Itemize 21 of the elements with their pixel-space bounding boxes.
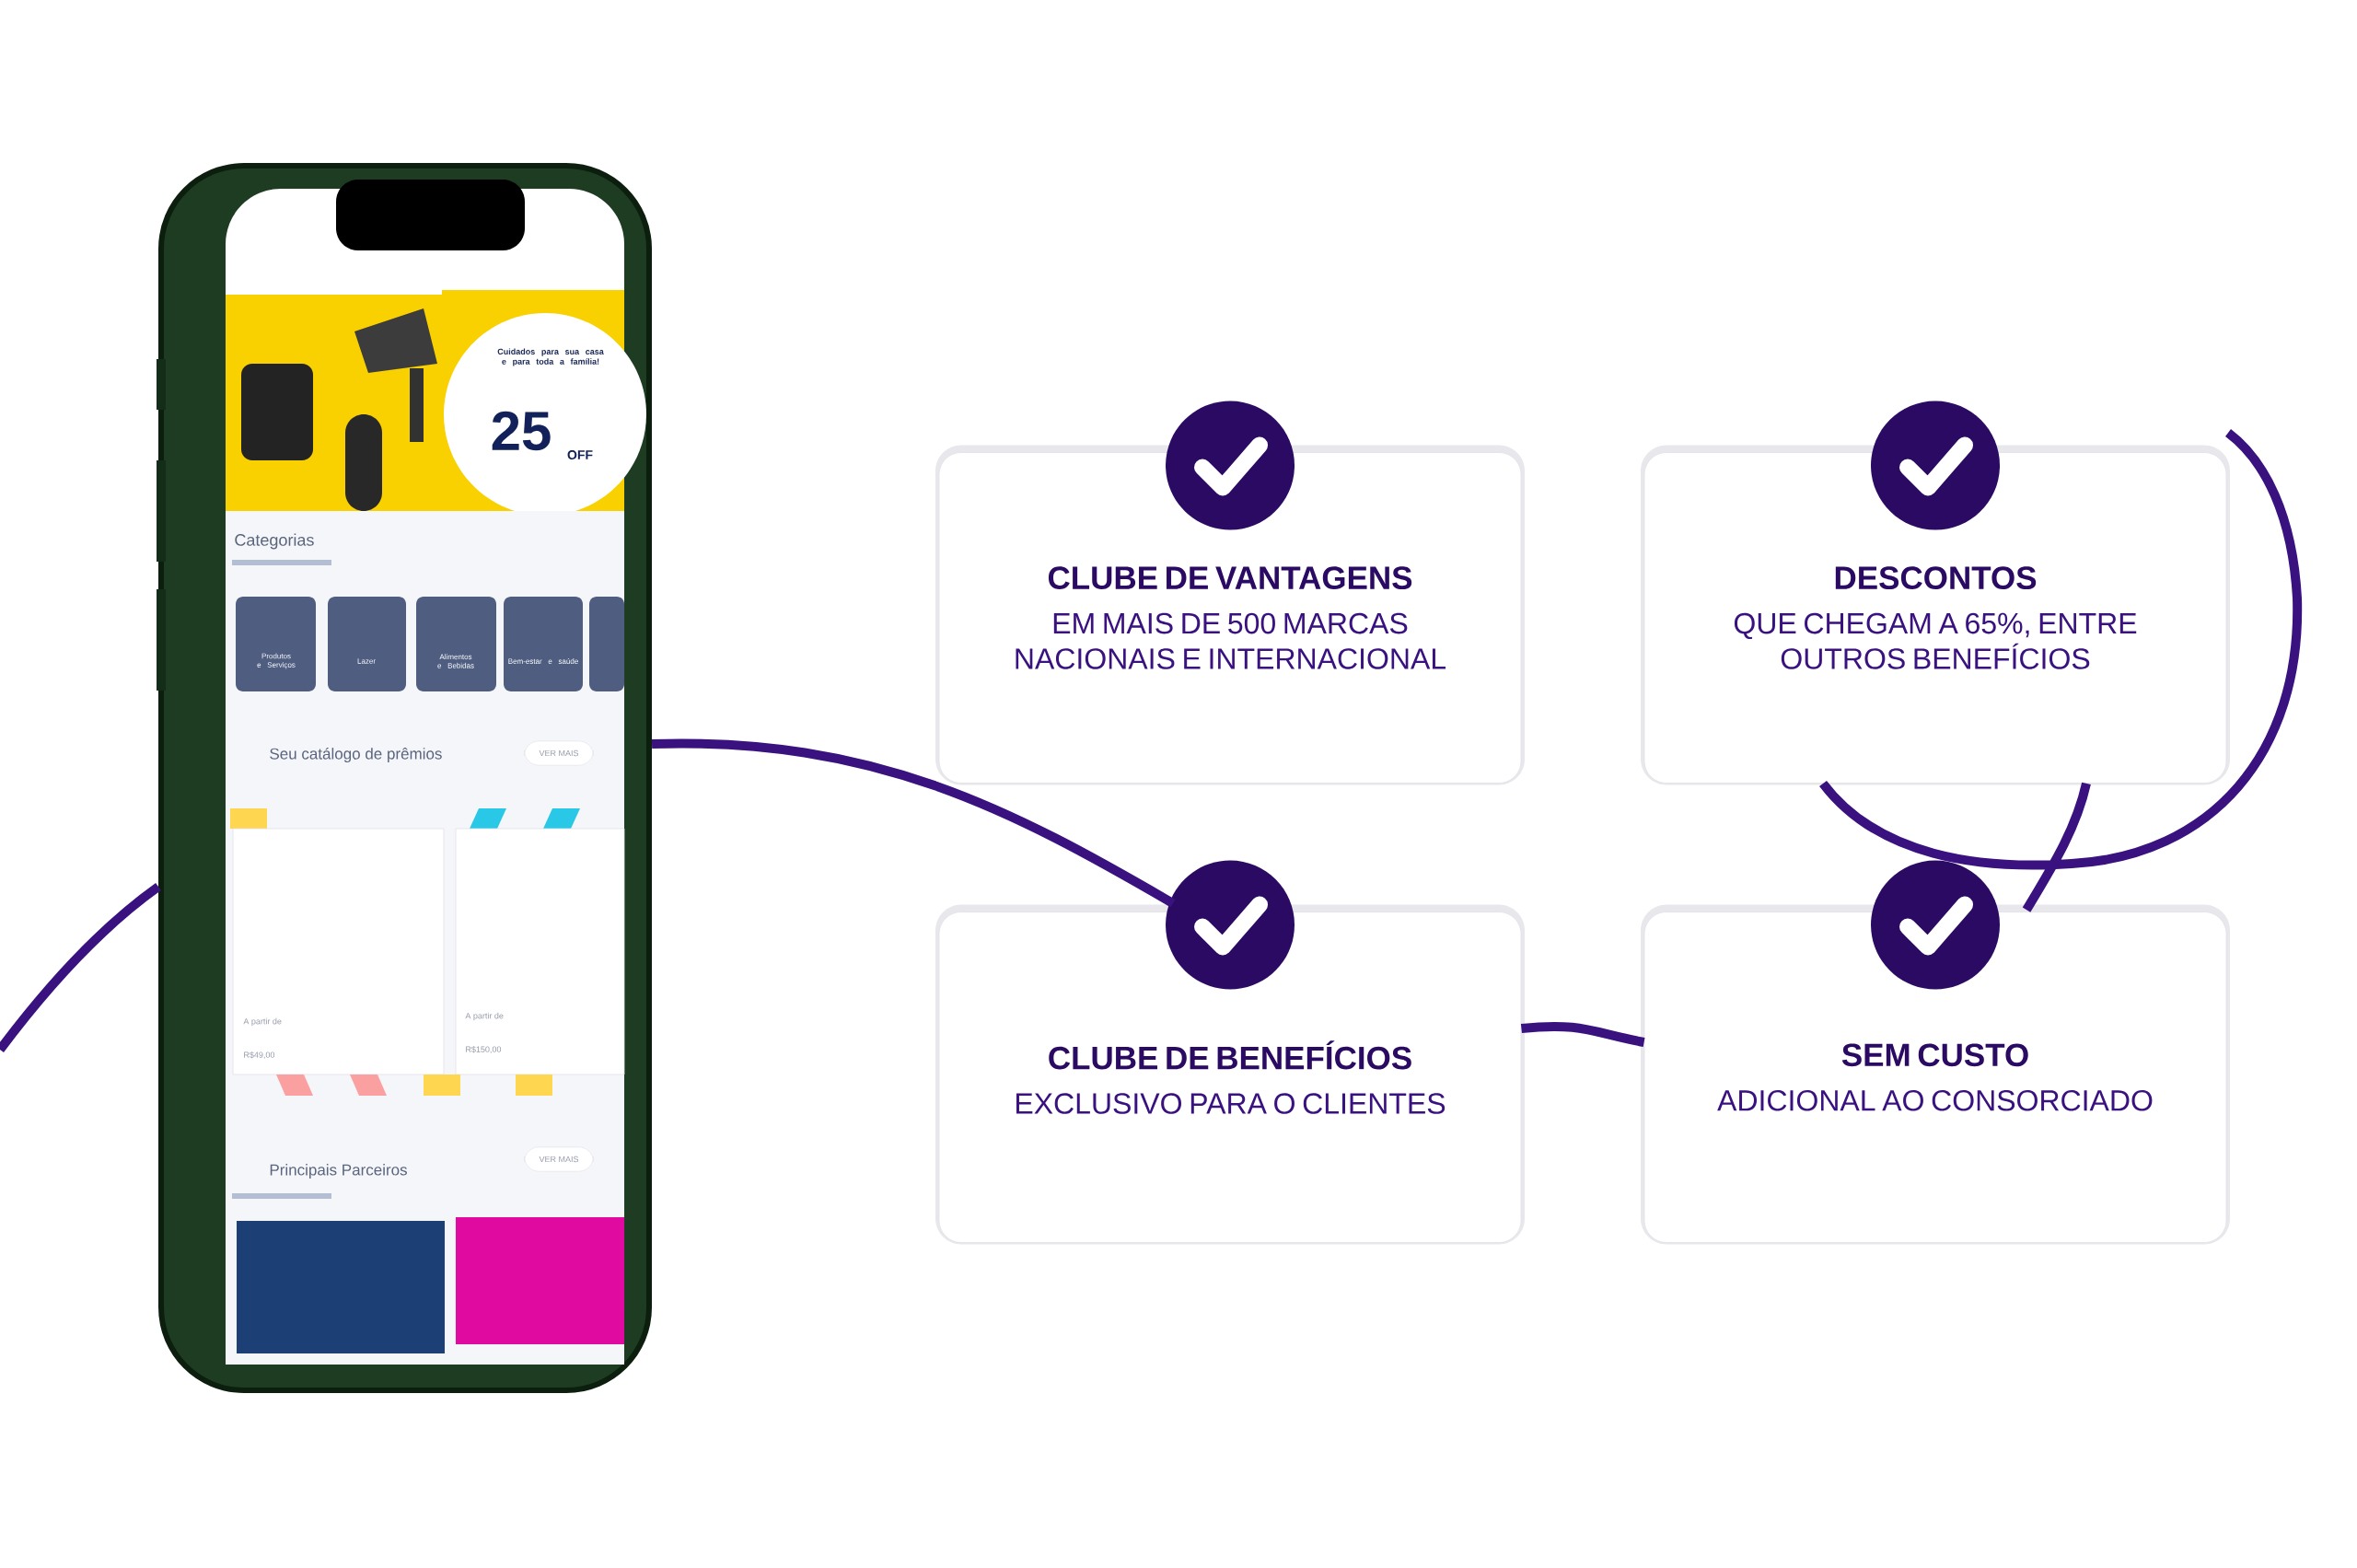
banner-text: Cuidados para sua casa e para toda a família! — [497, 348, 604, 366]
category-tile-label: Lazer — [357, 658, 376, 664]
section-title: Categorias — [235, 533, 314, 550]
section-title: Seu catálogo de prêmios — [270, 748, 442, 762]
discount-number: 25 — [492, 411, 551, 451]
price-caption: A partir de — [465, 1012, 504, 1021]
price-text: R$49,00 — [244, 1051, 275, 1059]
feature-card: CLUBE DE BENEFÍCIOS EXCLUSIVO PARA O CLIENTES — [935, 860, 1525, 1245]
category-tile-label: Produtos e Serviços — [257, 653, 296, 669]
feature-card: SEM CUSTO ADICIONAL AO CONSORCIADO — [1641, 860, 2230, 1245]
discount-text: OFF — [567, 450, 593, 459]
connector-line — [1520, 1022, 1645, 1047]
feature-card: DESCONTOS QUE CHEGAM A 65%, ENTRE OUTROS BENEFÍCIOS — [1641, 401, 2230, 785]
category-tile-label: Alimentos e Bebidas — [437, 654, 474, 668]
connector-line — [652, 738, 1176, 908]
feature-card: CLUBE DE VANTAGENS EM MAIS DE 500 MARCAS NACIONAIS E INTERNACIONAL — [935, 401, 1525, 785]
price-caption: A partir de — [243, 1017, 282, 1027]
connector-line — [0, 883, 161, 1053]
category-tile-label: Bem-estar e saúde — [508, 658, 578, 664]
price-text: R$150,00 — [466, 1046, 502, 1053]
section-title: Principais Parceiros — [270, 1164, 407, 1179]
